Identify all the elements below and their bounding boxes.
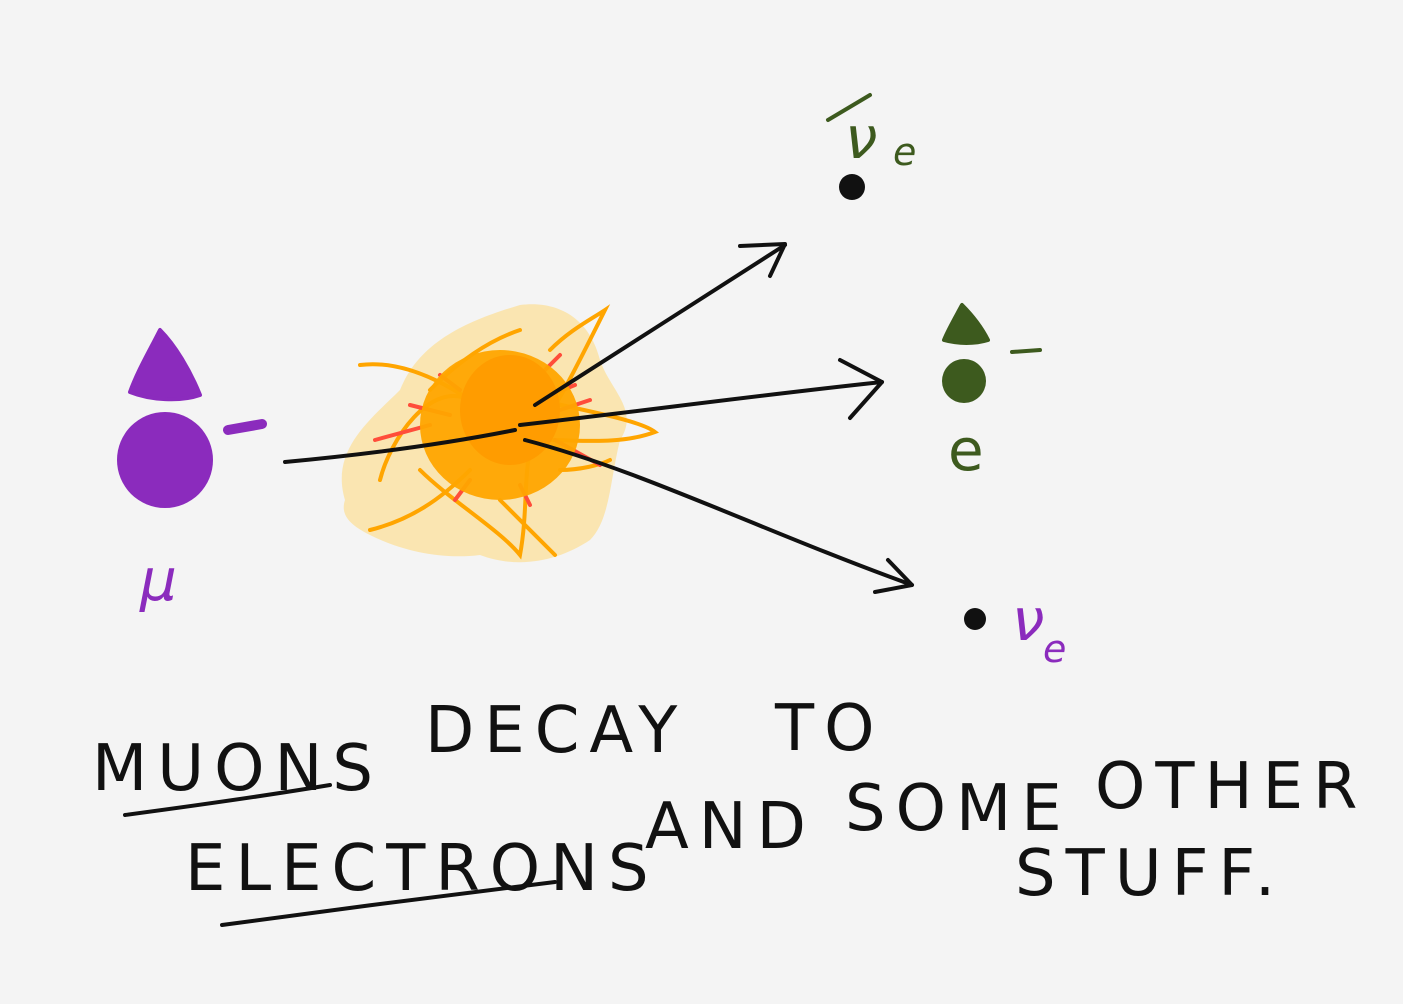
incoming-muon-track — [283, 428, 517, 464]
caption-word-decay: DECAY — [425, 694, 687, 768]
muon-spin-arrow — [128, 328, 202, 402]
caption-word-and: AND — [645, 790, 816, 864]
caption-word-other: OTHER — [1095, 750, 1368, 824]
antineutrino-dot — [839, 174, 865, 200]
underline-electrons — [220, 880, 557, 927]
muon-label: μ — [139, 546, 177, 614]
electron-arrowhead — [838, 358, 884, 420]
electron-arrow — [518, 380, 884, 427]
neutrino-symbol: ν — [1012, 586, 1044, 654]
decay-arrows — [283, 242, 914, 594]
electron-label: e — [948, 416, 984, 484]
explosion-core-inner — [460, 355, 560, 465]
neutrino-dot — [964, 608, 986, 630]
caption-word-stuff: STUFF. — [1015, 837, 1285, 911]
caption-word-electrons: ELECTRONS — [185, 832, 659, 906]
antineutrino-subscript: e — [893, 130, 916, 174]
electron-neutrino: ν e — [964, 586, 1066, 671]
antineutrino-bar — [826, 93, 872, 122]
electron-antineutrino: ν e — [826, 93, 916, 200]
neutrino-arrowhead — [873, 558, 914, 594]
electron-charge — [1010, 348, 1042, 354]
underline-muons — [123, 783, 332, 817]
caption-word-some: SOME — [845, 772, 1072, 846]
caption-word-muons: MUONS — [92, 732, 383, 806]
muon-particle: μ — [117, 328, 267, 614]
muon-dot — [117, 412, 213, 508]
electron-spin-arrow — [942, 303, 990, 345]
antineutrino-symbol: ν — [845, 104, 877, 172]
caption-word-to: TO — [774, 692, 884, 766]
caption: MUONS DECAY TO ELECTRONS AND SOME OTHER … — [92, 692, 1368, 927]
antineutrino-arrow — [533, 243, 787, 407]
electron-dot — [942, 359, 986, 403]
electron-particle: e — [942, 303, 1042, 484]
neutrino-arrow — [523, 438, 914, 587]
neutrino-subscript: e — [1043, 627, 1066, 671]
muon-charge — [223, 419, 267, 435]
antineutrino-arrowhead — [738, 242, 787, 278]
